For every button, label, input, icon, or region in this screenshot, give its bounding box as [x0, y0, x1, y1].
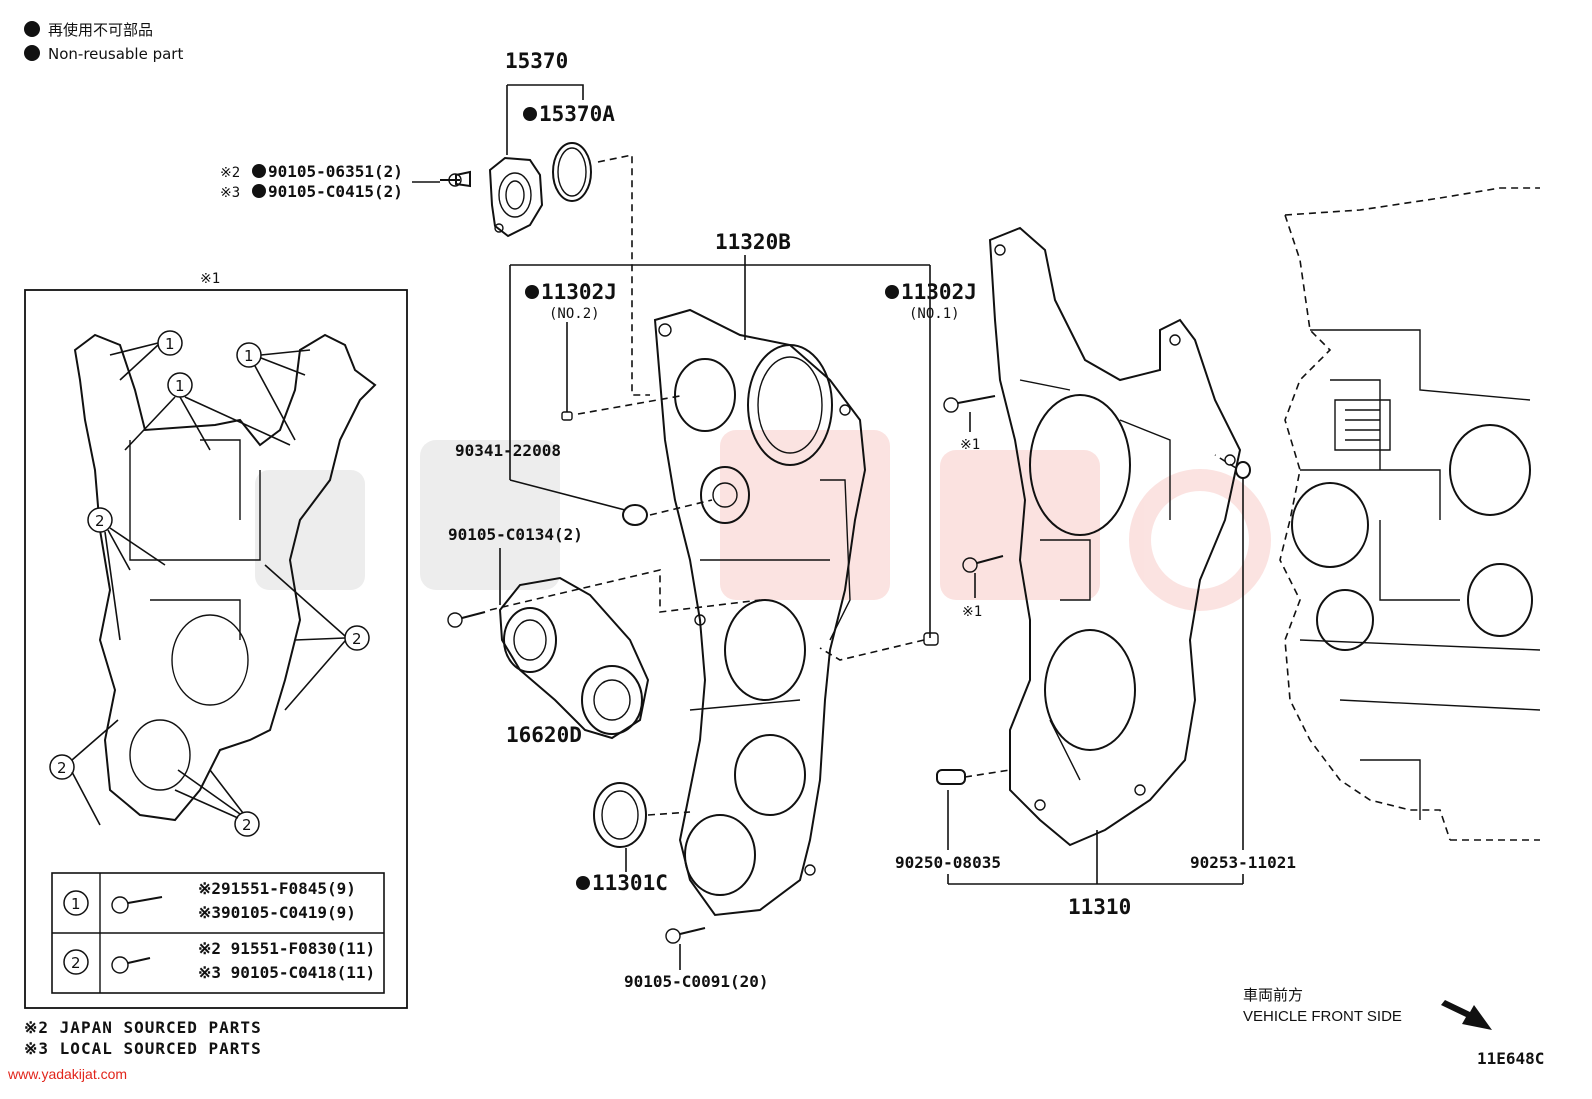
label-90105-06351: 90105-06351(2)	[268, 162, 403, 181]
oil-seal-11301C-group: 11301C	[576, 782, 691, 895]
note-japan-sourced: ※2 JAPAN SOURCED PARTS	[24, 1018, 262, 1037]
svg-text:1: 1	[175, 377, 185, 395]
svg-text:2: 2	[57, 759, 67, 777]
timing-chain-cover-11320B	[653, 308, 867, 917]
inset-title: ※1	[200, 271, 220, 287]
tensioner-16620D-group: 90105-C0134(2) 16620D	[447, 525, 761, 747]
inset-panel: ※1 1 1 1 2	[24, 271, 408, 1009]
bolt-90105-C0134-icon	[447, 611, 486, 628]
engine-block-outline	[1279, 187, 1541, 841]
front-jp: 車両前方	[1243, 987, 1303, 1004]
label-90341-22008: 90341-22008	[455, 441, 561, 460]
bolt-90105-06351-icon	[440, 170, 471, 188]
note-local-sourced: ※3 LOCAL SOURCED PARTS	[24, 1039, 262, 1058]
mark1-b: ※1	[962, 604, 982, 620]
oil-control-valve-15370	[488, 156, 544, 238]
front-en: VEHICLE FRONT SIDE	[1243, 1008, 1402, 1025]
label-11310: 11310	[1068, 895, 1131, 919]
non-reusable-bullet-icon	[24, 45, 40, 61]
plug-90341-22008: 90341-22008	[455, 441, 713, 526]
inset-marker-2-d: 2	[174, 769, 260, 837]
bolt-mark1-icon-a	[943, 397, 959, 413]
inset-marker-2-b: 2	[264, 564, 370, 711]
front-arrow-icon	[1441, 1000, 1492, 1030]
inset-marker-2-c: 2	[49, 719, 119, 826]
tensioner-16620D	[498, 576, 650, 740]
inset-marker-1-b: 1	[124, 372, 291, 451]
bolts-mark1: ※1 ※1	[943, 395, 1004, 620]
label-90105-C0134: 90105-C0134(2)	[448, 525, 583, 544]
table-row1-line1: ※291551-F0845(9)	[198, 879, 356, 898]
label-16620D: 16620D	[506, 723, 582, 747]
inset-marker-1-c: 1	[236, 342, 311, 441]
label-15370: 15370	[505, 49, 568, 73]
svg-text:1: 1	[244, 347, 254, 365]
bolt-91551-F0830-icon	[111, 956, 151, 974]
inset-marker-2-a: 2	[87, 507, 166, 641]
table-row2-num: 2	[71, 954, 81, 972]
callout-11310: 11310	[947, 830, 1244, 919]
non-reusable-bullet-icon	[24, 21, 40, 37]
svg-text:1: 1	[165, 335, 175, 353]
watermark-logo	[255, 430, 1271, 611]
label-11302J-no1-suffix: (NO.1)	[909, 306, 960, 322]
table-row2-line2: ※3 90105-C0418(11)	[198, 963, 375, 982]
table-row2-line1: ※2 91551-F0830(11)	[198, 939, 375, 958]
label-90250-08035: 90250-08035	[895, 853, 1001, 872]
label-15370A: 15370A	[539, 102, 615, 126]
legend: 再使用不可部品 Non-reusable part	[24, 21, 183, 63]
label-90253-11021: 90253-11021	[1190, 853, 1296, 872]
diagram-id: 11E648C	[1477, 1049, 1544, 1068]
mark1-a: ※1	[960, 437, 980, 453]
bolt-90105-C0091-group: 90105-C0091(20)	[624, 927, 769, 991]
mark-japan-1: ※2	[220, 165, 240, 181]
label-11302J-no2: 11302J	[541, 280, 617, 304]
label-11302J-no2-suffix: (NO.2)	[549, 306, 600, 322]
label-11320B: 11320B	[715, 230, 791, 254]
table-row1-line2: ※390105-C0419(9)	[198, 903, 356, 922]
callout-11320B-group: 11320B 11302J (NO.2) 11302J (NO.1)	[509, 230, 977, 661]
bolt-mark1-icon-b	[962, 557, 978, 573]
callout-15370-group: 15370 15370A ※2 90105-06351(2) ※3 90105-…	[220, 49, 650, 396]
label-11302J-no1: 11302J	[901, 280, 977, 304]
svg-text:2: 2	[95, 512, 105, 530]
legend-jp: 再使用不可部品	[48, 21, 153, 39]
vehicle-front-indicator: 車両前方 VEHICLE FRONT SIDE	[1243, 987, 1492, 1030]
inset-bolt-table: 1 ※291551-F0845(9) ※390105-C0419(9) 2 ※2…	[51, 872, 385, 994]
inset-marker-1-a: 1	[109, 330, 183, 381]
label-11301C: 11301C	[592, 871, 668, 895]
timing-cover-plate-11310	[988, 226, 1242, 847]
dowel-90250-08035: 90250-08035	[895, 769, 1011, 872]
label-90105-C0091: 90105-C0091(20)	[624, 972, 769, 991]
bolt-91551-F0845-icon	[111, 896, 163, 914]
table-row1-num: 1	[71, 895, 81, 913]
bolt-90105-C0091-icon	[665, 928, 681, 944]
legend-en: Non-reusable part	[48, 45, 183, 63]
pin-90253-11021: 90253-11021	[1190, 454, 1296, 872]
mark-local-1: ※3	[220, 185, 240, 201]
watermark-url: www.yadakijat.com	[7, 1066, 127, 1082]
o-ring-15370A	[552, 142, 592, 202]
svg-text:2: 2	[352, 630, 362, 648]
label-90105-C0415: 90105-C0415(2)	[268, 182, 403, 201]
svg-text:2: 2	[242, 816, 252, 834]
